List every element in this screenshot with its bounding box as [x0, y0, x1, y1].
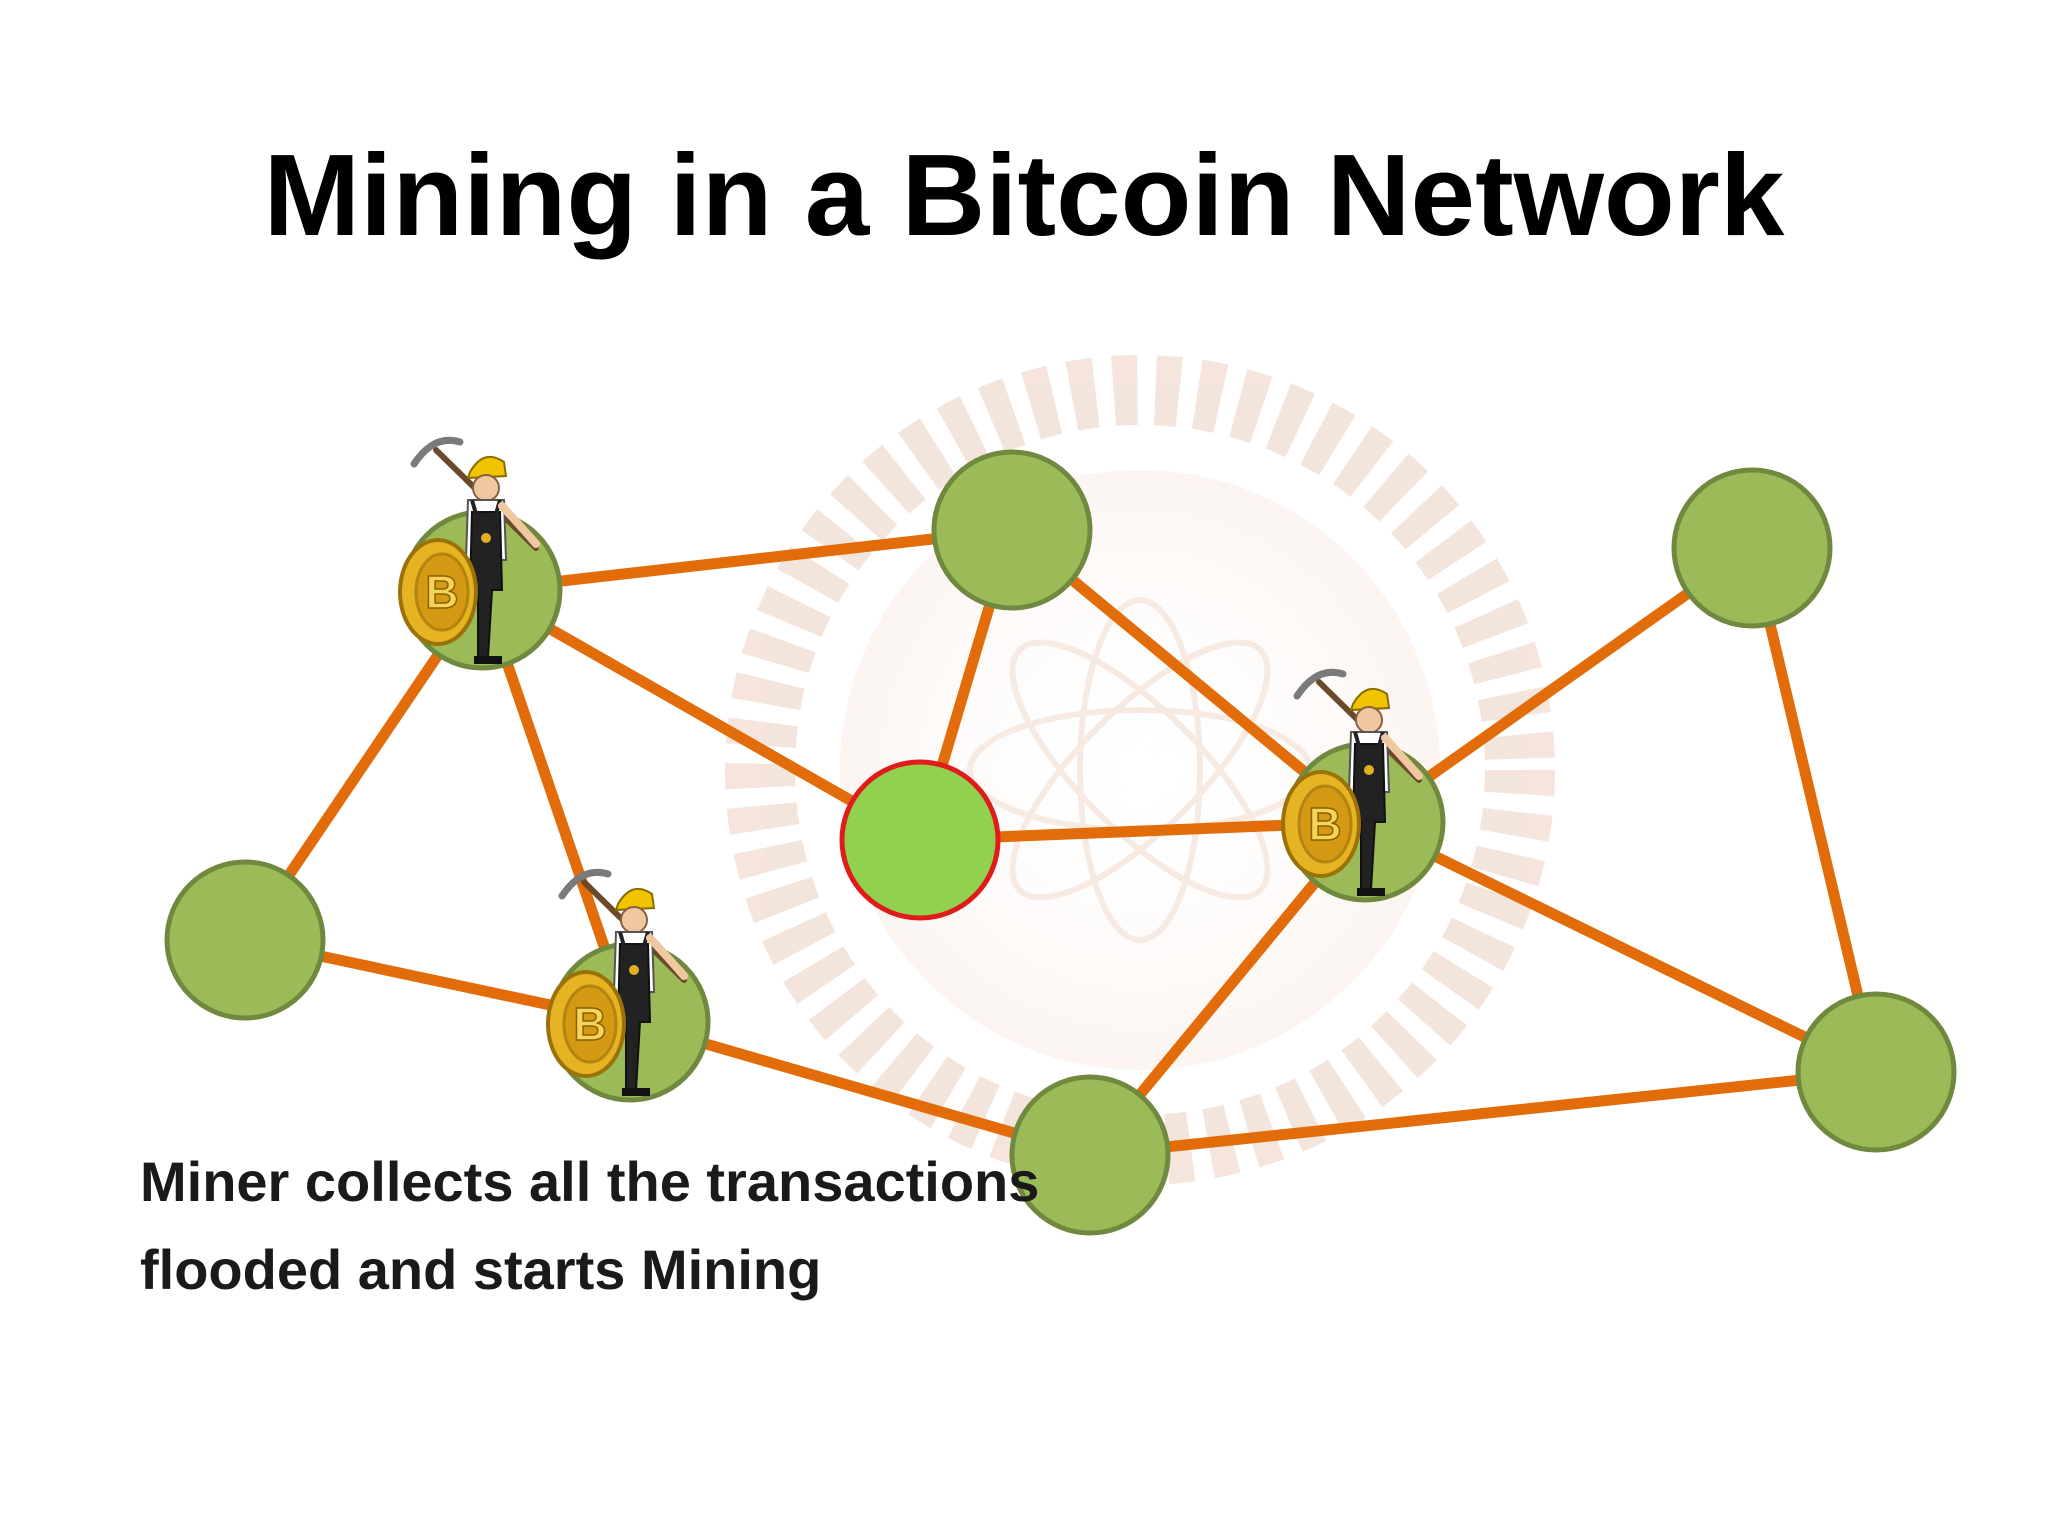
network-node [1009, 1074, 1171, 1236]
network-node [1671, 467, 1833, 629]
slide-title: Mining in a Bitcoin Network [263, 130, 1785, 260]
network-node [164, 859, 326, 1021]
edge-n-right-center-n-bottom-right [1359, 816, 1882, 1078]
network-node [931, 449, 1093, 611]
node-highlighted [839, 759, 1001, 921]
edge-n-top-right-n-bottom-right [1746, 542, 1882, 1078]
network-node [1795, 991, 1957, 1153]
caption: Miner collects all the transactions floo… [140, 1138, 1240, 1314]
edge-n-top-left-n-center [476, 584, 926, 846]
edge-n-top-left-n-top-center [476, 524, 1018, 596]
caption-line-1: Miner collects all the transactions [140, 1150, 1040, 1213]
edge-n-bottom-center-n-bottom-right [1084, 1066, 1882, 1161]
caption-line-2: flooded and starts Mining [140, 1238, 822, 1301]
